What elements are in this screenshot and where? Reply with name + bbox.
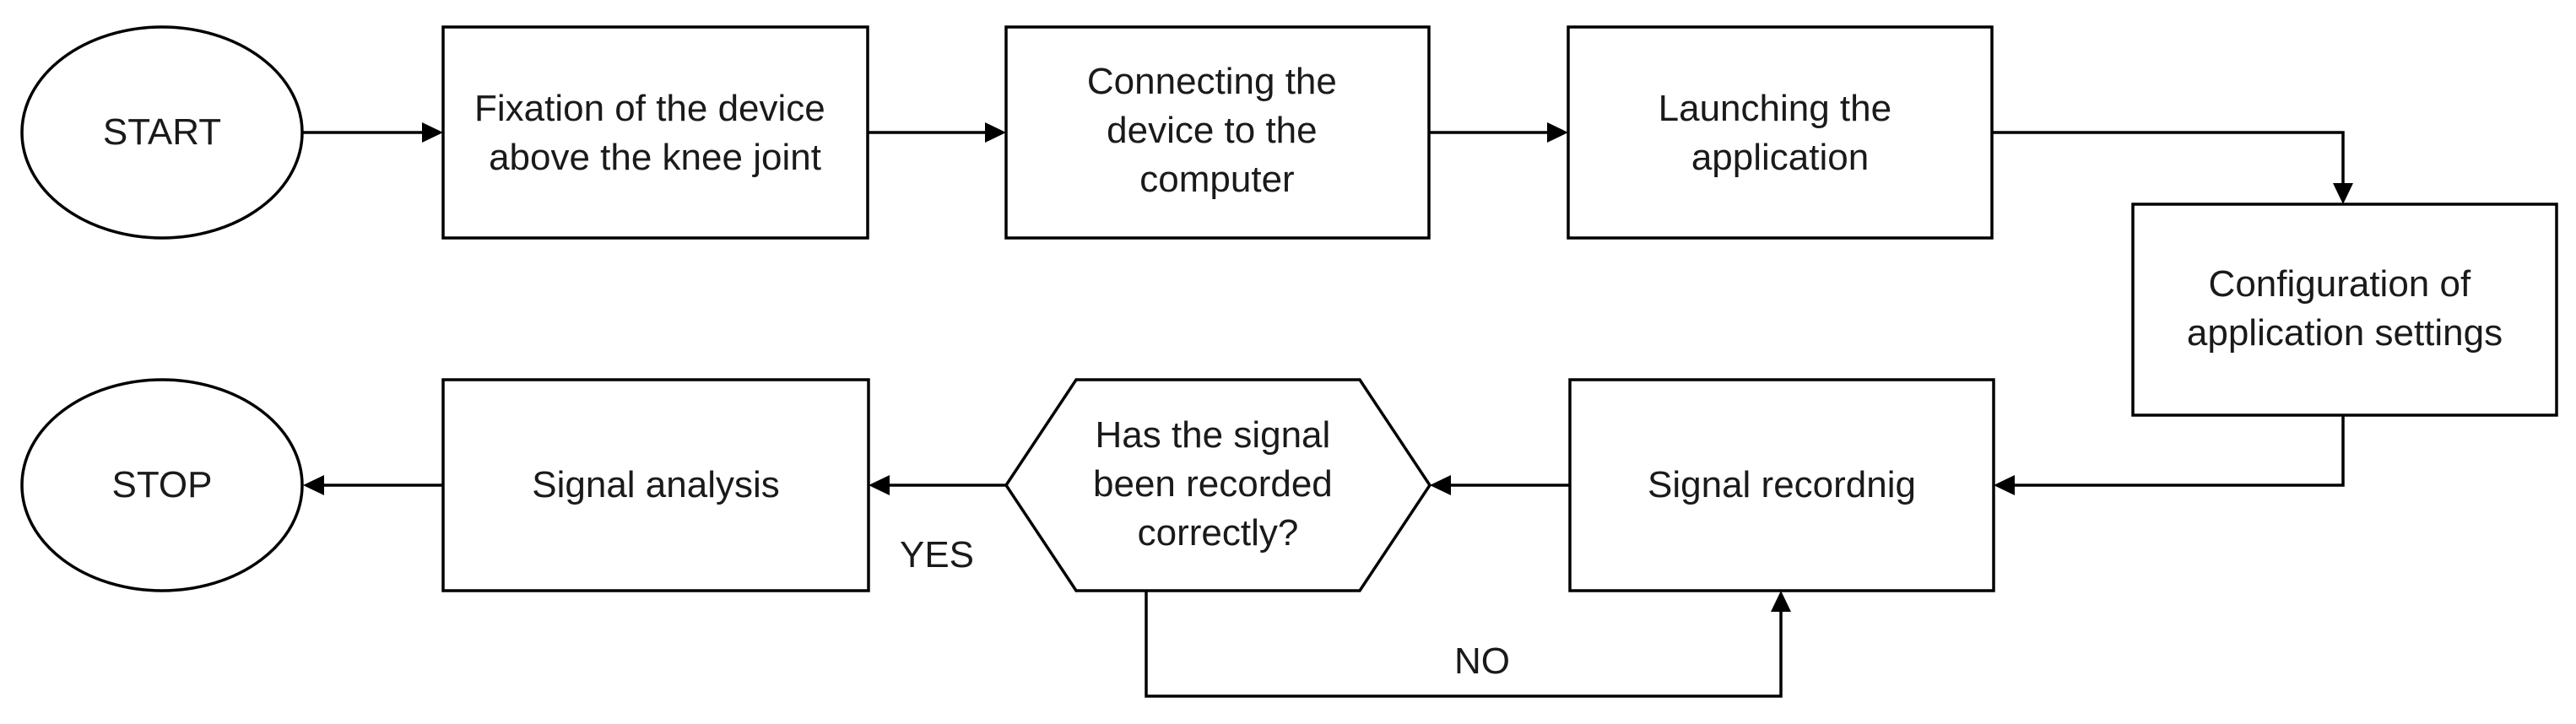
arrowhead-launching <box>1547 122 1568 143</box>
node-launching: Launching the application <box>1567 25 1994 240</box>
arrowhead-stop <box>303 475 324 495</box>
node-connecting-line-1: Connecting the <box>1087 61 1337 102</box>
node-fixation: Fixation of the device above the knee jo… <box>441 25 869 240</box>
svg-text:Signal recordnig: Signal recordnig <box>1648 464 1916 505</box>
node-decision: Has the signal been recorded correctly? <box>1004 378 1432 592</box>
node-launching-line-2: application <box>1691 137 1869 178</box>
edge-label-no: NO <box>1454 640 1510 682</box>
node-connecting-line-3: computer <box>1139 159 1294 200</box>
svg-text:NO: NO <box>1454 640 1510 682</box>
arrowhead-analysis <box>869 475 890 495</box>
connectors <box>302 122 2353 698</box>
node-decision-line-1: Has the signal <box>1095 414 1330 456</box>
node-fixation-line-2: above the knee joint <box>489 137 821 178</box>
svg-text:YES: YES <box>900 534 974 575</box>
node-stop-label: STOP <box>111 464 212 505</box>
arrowhead-connecting <box>985 122 1006 143</box>
arrowhead-recording-no <box>1771 591 1791 612</box>
edge-label-yes: YES <box>900 534 974 575</box>
svg-text:Has the signal been reco: Has the signal been recorded correctly? <box>1093 414 1343 554</box>
arrowhead-configuration <box>2333 183 2353 204</box>
node-start: START <box>20 25 304 240</box>
node-launching-line-1: Launching the <box>1659 88 1891 129</box>
node-stop: STOP <box>20 378 304 592</box>
connector-configuration-to-recording <box>2010 415 2345 487</box>
svg-text:Fixation of the device a: Fixation of the device above the knee jo… <box>474 88 836 178</box>
node-fixation-line-1: Fixation of the device <box>474 88 825 129</box>
svg-text:Connecting the device to: Connecting the device to the computer <box>1087 61 1347 200</box>
node-decision-line-2: been recorded <box>1093 463 1333 505</box>
connector-decision-to-recording-no <box>1145 591 1783 698</box>
node-connecting: Connecting the device to the computer <box>1004 25 1431 240</box>
svg-text:Launching the applicatio: Launching the application <box>1659 88 1902 178</box>
svg-text:STOP: STOP <box>111 464 212 505</box>
node-analysis: Signal analysis <box>441 378 870 592</box>
node-recording: Signal recordnig <box>1568 378 1995 592</box>
node-decision-line-3: correctly? <box>1138 512 1299 554</box>
node-recording-label: Signal recordnig <box>1648 464 1916 505</box>
node-start-label: START <box>103 111 221 153</box>
node-analysis-label: Signal analysis <box>532 464 780 505</box>
arrowhead-fixation <box>422 122 443 143</box>
node-configuration: Configuration of application settings <box>2131 203 2558 417</box>
node-configuration-line-1: Configuration of <box>2209 263 2471 305</box>
node-configuration-line-2: application settings <box>2187 312 2503 354</box>
node-connecting-line-2: device to the <box>1107 110 1318 151</box>
arrowhead-recording <box>1994 475 2015 495</box>
svg-text:Configuration of applica: Configuration of application settings <box>2187 263 2503 354</box>
arrowhead-decision <box>1430 475 1451 495</box>
svg-text:Signal analysis: Signal analysis <box>532 464 780 505</box>
connector-launching-to-configuration <box>1992 131 2345 187</box>
svg-text:START: START <box>103 111 221 153</box>
